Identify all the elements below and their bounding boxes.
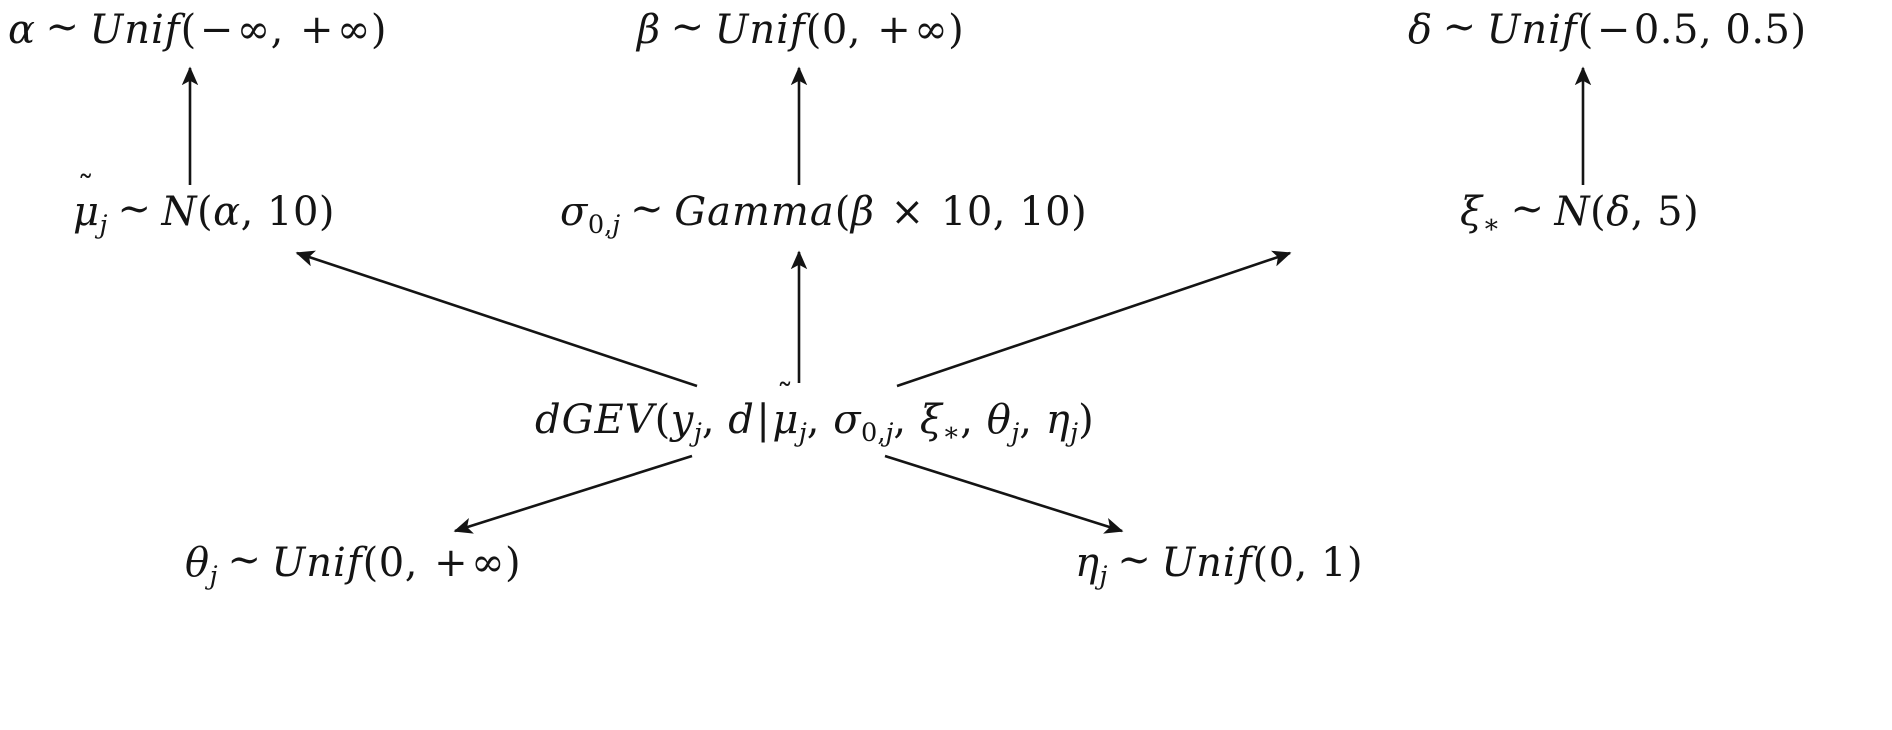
node-mu-tilde-prior: ˜μj∼N(α, 10) [73,169,336,241]
edge-dgev-to-eta [884,454,1124,534]
node-xi-prior: ξ∗∼N(δ, 5) [1460,186,1700,240]
node-sigma-prior: σ0,j∼Gamma(β × 10, 10) [560,186,1088,241]
node-dgev-likelihood: dGEV(yj, d|˜μj, σ0,j, ξ∗, θj, ηj) [535,377,1095,449]
edge-dgev-to-mu [295,250,698,388]
edge-dgev-to-theta [453,454,693,534]
node-alpha-prior: α∼Unif(−∞, +∞) [8,4,387,53]
node-theta-prior: θj∼Unif(0, +∞) [185,537,522,592]
edge-dgev-to-xi [896,250,1292,388]
node-beta-prior: β∼Unif(0, +∞) [637,4,965,53]
node-eta-prior: ηj∼Unif(0, 1) [1075,537,1364,592]
node-delta-prior: δ∼Unif(−0.5, 0.5) [1408,4,1807,53]
